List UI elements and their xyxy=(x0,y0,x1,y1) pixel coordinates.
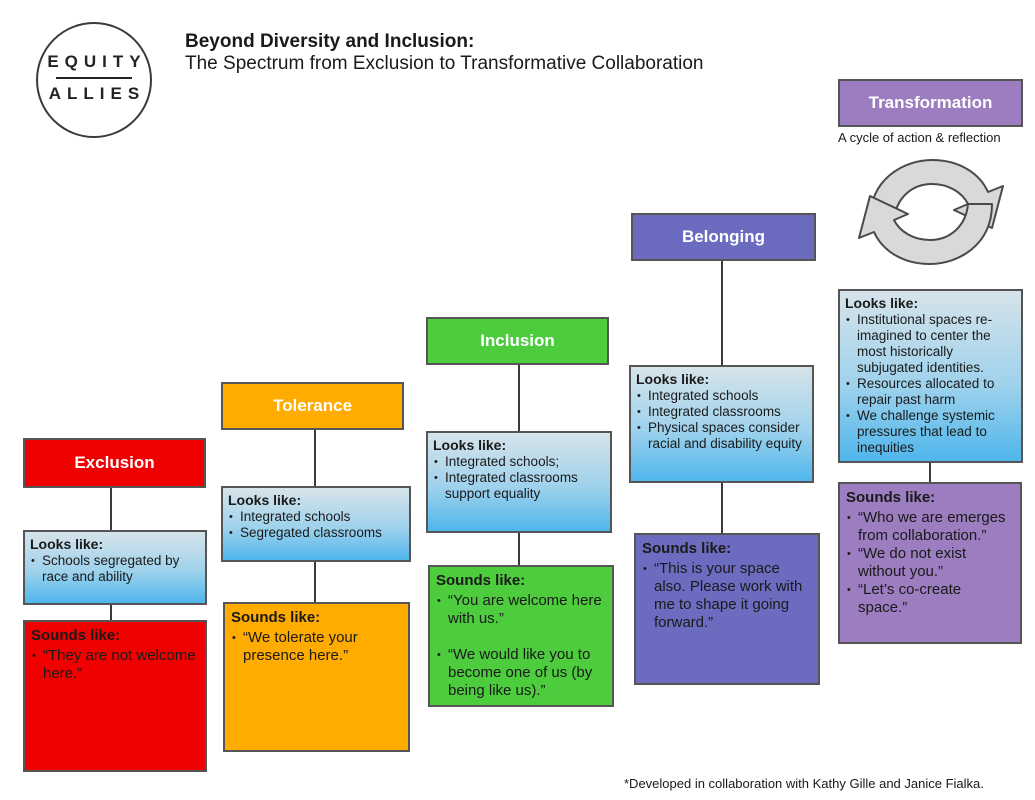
looks-like-transformation: Looks like: Institutional spaces re-imag… xyxy=(838,289,1023,463)
sounds-like-inclusion: Sounds like: “You are welcome here with … xyxy=(428,565,614,707)
stage-header-transformation: Transformation xyxy=(838,79,1023,127)
looks-like-item: We challenge systemic pressures that lea… xyxy=(845,408,1015,456)
sounds-like-item: “Let’s co-create space.” xyxy=(846,581,1014,617)
connector-inclusion-2 xyxy=(518,533,520,565)
connector-transformation-1 xyxy=(929,463,931,482)
sounds-like-item: “Who we are emerges from collaboration.” xyxy=(846,509,1014,545)
logo-text-equity: EQUITY xyxy=(47,52,147,71)
sounds-like-title: Sounds like: xyxy=(846,489,936,506)
looks-like-title: Looks like: xyxy=(30,536,104,552)
sounds-like-exclusion: Sounds like: “They are not welcome here.… xyxy=(23,620,207,772)
sounds-like-item: “This is your space also. Please work wi… xyxy=(642,560,812,632)
footnote: *Developed in collaboration with Kathy G… xyxy=(624,776,984,791)
connector-inclusion-1 xyxy=(518,365,520,431)
sounds-like-item: “We tolerate your presence here.” xyxy=(231,629,402,665)
sounds-like-belonging: Sounds like: “This is your space also. P… xyxy=(634,533,820,685)
looks-like-title: Looks like: xyxy=(636,371,710,387)
looks-like-inclusion: Looks like: Integrated schools; Integrat… xyxy=(426,431,612,533)
looks-like-item: Integrated schools xyxy=(228,509,403,525)
looks-like-title: Looks like: xyxy=(845,295,919,311)
looks-like-exclusion: Looks like: Schools segregated by race a… xyxy=(23,530,207,605)
looks-like-item: Schools segregated by race and ability xyxy=(30,553,199,585)
stage-header-tolerance: Tolerance xyxy=(221,382,404,430)
cycle-arrows-icon xyxy=(858,159,1004,265)
looks-like-item: Integrated classrooms xyxy=(636,404,806,420)
looks-like-belonging: Looks like: Integrated schools Integrate… xyxy=(629,365,814,483)
sounds-like-title: Sounds like: xyxy=(31,627,121,644)
looks-like-title: Looks like: xyxy=(433,437,507,453)
looks-like-item: Integrated schools xyxy=(636,388,806,404)
logo-text-allies: ALLIES xyxy=(48,84,146,103)
sounds-like-item: “They are not welcome here.” xyxy=(31,647,199,683)
sounds-like-item: “You are welcome here with us.” xyxy=(436,592,606,628)
page-title: Beyond Diversity and Inclusion: xyxy=(185,31,475,52)
looks-like-item: Resources allocated to repair past harm xyxy=(845,376,1015,408)
page-subtitle: The Spectrum from Exclusion to Transform… xyxy=(185,53,704,74)
sounds-like-item: “We would like you to become one of us (… xyxy=(436,646,606,700)
sounds-like-item: “We do not exist without you.” xyxy=(846,545,1014,581)
looks-like-title: Looks like: xyxy=(228,492,302,508)
looks-like-item: Physical spaces consider racial and disa… xyxy=(636,420,806,452)
sounds-like-title: Sounds like: xyxy=(642,540,732,557)
sounds-like-transformation: Sounds like: “Who we are emerges from co… xyxy=(838,482,1022,644)
logo-divider xyxy=(56,77,132,79)
equity-allies-logo: EQUITY ALLIES xyxy=(36,22,152,138)
sounds-like-title: Sounds like: xyxy=(436,572,526,589)
sounds-like-title: Sounds like: xyxy=(231,609,321,626)
looks-like-item: Segregated classrooms xyxy=(228,525,403,541)
connector-tolerance-2 xyxy=(314,562,316,602)
connector-belonging-1 xyxy=(721,261,723,365)
stage-header-belonging: Belonging xyxy=(631,213,816,261)
looks-like-item: Institutional spaces re-imagined to cent… xyxy=(845,312,1015,376)
connector-exclusion-1 xyxy=(110,488,112,530)
looks-like-item: Integrated schools; xyxy=(433,454,604,470)
looks-like-item: Integrated classrooms support equality xyxy=(433,470,604,502)
connector-belonging-2 xyxy=(721,483,723,533)
stage-header-exclusion: Exclusion xyxy=(23,438,206,488)
connector-tolerance-1 xyxy=(314,430,316,486)
connector-exclusion-2 xyxy=(110,605,112,620)
looks-like-tolerance: Looks like: Integrated schools Segregate… xyxy=(221,486,411,562)
transformation-note: A cycle of action & reflection xyxy=(838,130,1001,145)
sounds-like-tolerance: Sounds like: “We tolerate your presence … xyxy=(223,602,410,752)
stage-header-inclusion: Inclusion xyxy=(426,317,609,365)
